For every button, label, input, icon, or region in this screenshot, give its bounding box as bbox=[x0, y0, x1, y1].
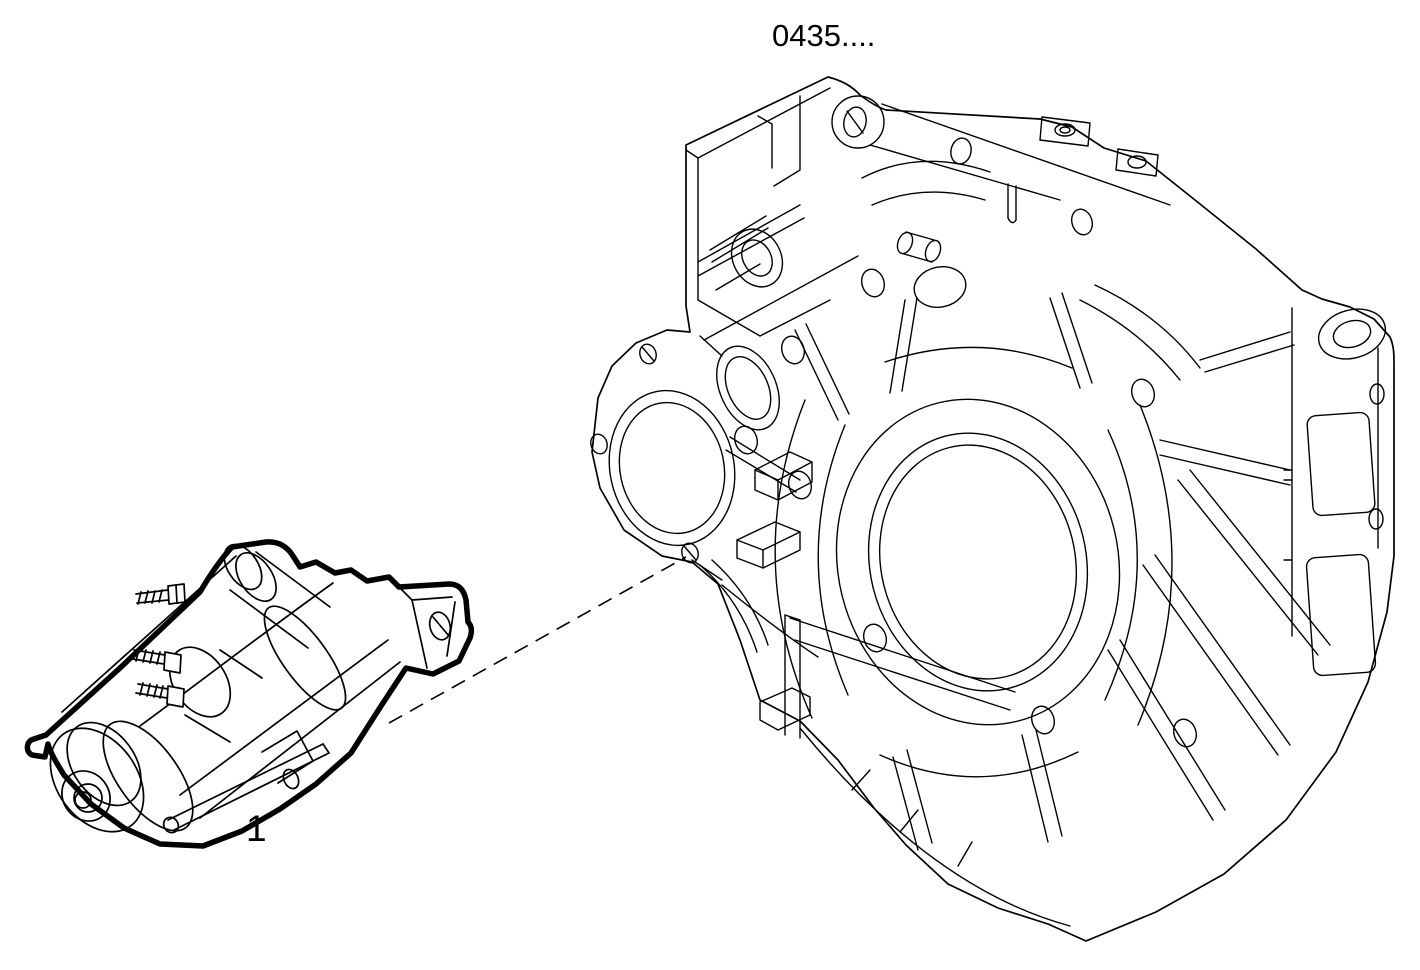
housing-bore bbox=[774, 346, 1173, 778]
starter-mounting-bracket bbox=[398, 586, 456, 669]
housing-bolt-holes bbox=[590, 208, 1385, 748]
housing-top-block bbox=[685, 87, 831, 337]
reference-code-label: 0435.... bbox=[772, 18, 876, 53]
starter-terminal-studs bbox=[132, 583, 186, 708]
flywheel-housing-drawing bbox=[590, 76, 1395, 942]
housing-details bbox=[699, 284, 1201, 867]
starter-front-bell bbox=[49, 721, 145, 833]
leader-line bbox=[388, 556, 687, 724]
starter-motor-drawing bbox=[24, 539, 475, 849]
housing-lifting-bracket bbox=[831, 95, 1171, 308]
starter-through-bolt bbox=[162, 743, 330, 834]
housing-right-flange bbox=[1283, 307, 1387, 677]
starter-outline bbox=[24, 539, 475, 849]
housing-outline bbox=[591, 76, 1395, 942]
housing-ribs bbox=[784, 292, 1331, 927]
housing-left-flange bbox=[608, 255, 859, 581]
starter-body-lines bbox=[61, 555, 401, 832]
callout-1-label: 1 bbox=[246, 808, 267, 849]
